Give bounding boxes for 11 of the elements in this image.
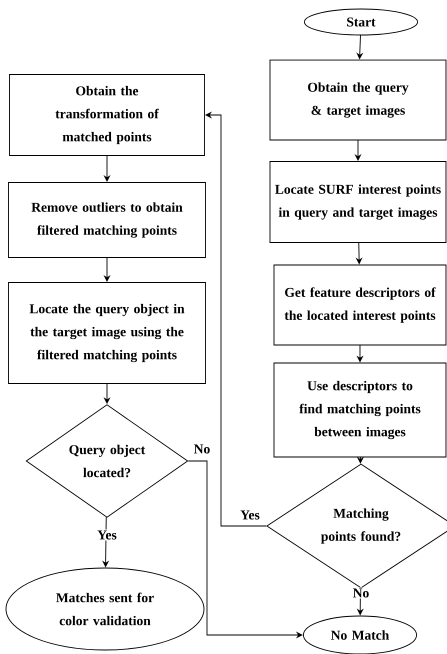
edge-label: No — [352, 588, 370, 598]
edge-label: No — [192, 444, 212, 454]
process-box: Remove outliers to obtain filtered matching points — [8, 182, 206, 258]
process-box: Obtain the query & target images — [270, 60, 446, 140]
process-box: Get feature descriptors of the located interest points — [274, 264, 446, 346]
process-box: Locate SURF interest points in query and target images — [270, 161, 446, 243]
edge-label: Yes — [96, 530, 118, 540]
process-box: Obtain the transformation of matched points — [9, 74, 205, 156]
edge-label: Yes — [239, 510, 261, 520]
process-box: Use descriptors to find matching points between images — [274, 362, 446, 458]
process-box: Locate the query object in the target image using the filtered matching points — [8, 282, 206, 384]
